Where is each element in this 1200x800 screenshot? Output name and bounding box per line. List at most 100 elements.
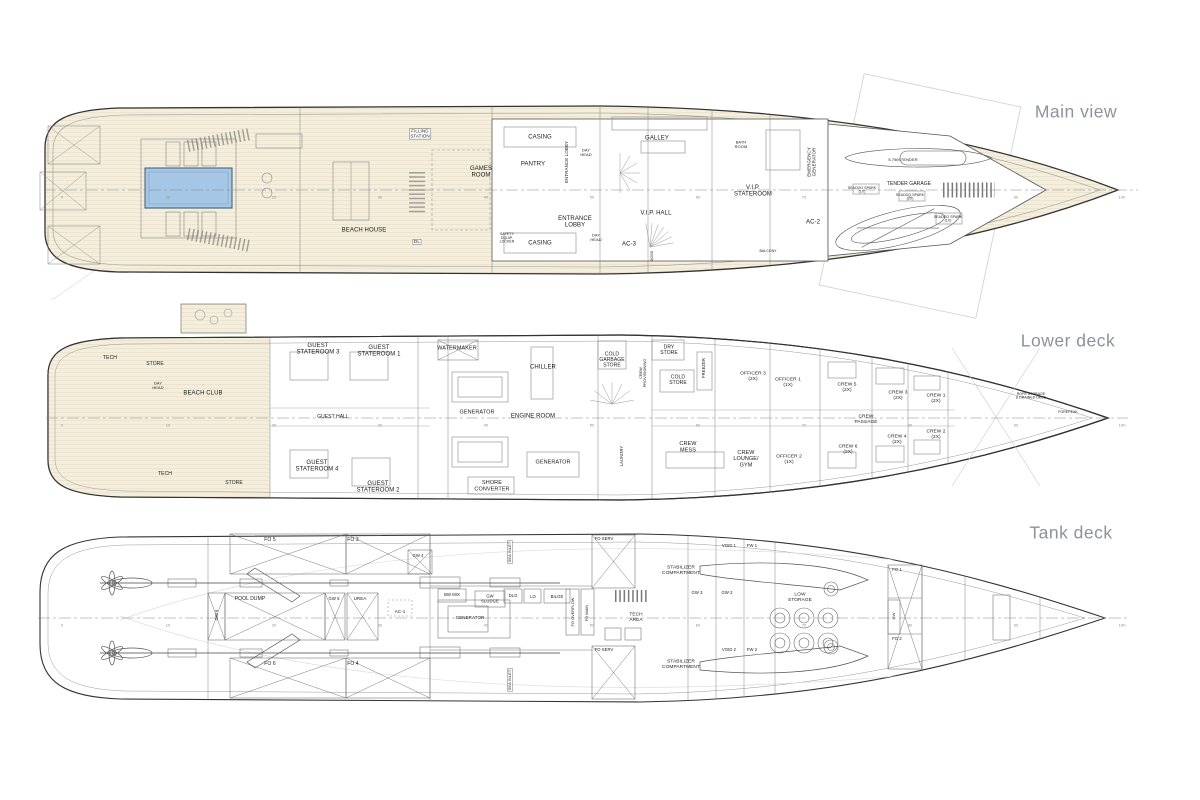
geometry [419,576,461,589]
geometry [597,340,627,370]
main-deck-frame-tick-40: 40 [483,195,489,200]
lower-deck-label-33: CREW 4 (2X) [887,433,907,445]
geometry [186,228,252,252]
geometry [346,592,379,641]
tenders [835,148,993,251]
main-deck-label-7: ENTRANCE LOBBY [564,141,570,183]
tank-deck-label-28: FW 1 [746,543,758,549]
lower-deck-label-5: STORE [225,480,243,486]
geometry [611,384,623,405]
lower-deck-geometry [46,303,1128,501]
tank-deck-frame-tick-30: 30 [377,623,383,628]
lower-deck-label-29: CREW 3 (2X) [888,389,908,401]
geometry [624,627,642,641]
tank-deck-label-12: BW MIX [444,592,460,598]
lower-deck-label-24: CREW LOUNGE/ GYM [733,449,759,469]
geometry [346,592,379,641]
lower-deck-label-10: GUEST STATEROOM 2 [356,480,400,494]
main-deck-label-8: ENTRANCE LOBBY [558,215,592,229]
geometry [591,534,636,589]
lower-deck-frame-tick-0: 0 [60,423,64,428]
main-deck-frame-tick-10: 10 [165,195,171,200]
geometry [345,657,431,699]
tank-deck-frame-tick-80: 80 [907,623,913,628]
tank-deck-label-10: SEA INLET [507,540,513,564]
geometry [451,371,509,403]
lower-deck-label-13: GENERATOR [459,408,495,415]
main-deck-label-19: 5.75M TENDER [888,157,918,163]
geometry [261,172,273,184]
geometry [645,223,651,248]
lower-deck-frame-tick-50: 50 [589,423,595,428]
geometry [590,399,613,405]
geometry [619,172,631,191]
lower-deck-frame-tick-100: 100 [1118,423,1126,428]
main-deck-label-23: SEADOO SPARK (1X) [933,215,963,223]
main-deck-label-13: AC-3 [621,240,637,248]
geometry [793,632,815,654]
tank-waterlines [119,548,901,688]
lower-deck-label-16: SHORE CONVERTER [474,479,510,493]
tank-deck-label-7: AC-1 [394,609,406,615]
main-deck-label-25: BALCONY [759,249,777,253]
main-deck-label-11: GALLEY [645,134,669,142]
geometry [898,190,926,202]
main-deck-label-20: TENDER GARAGE [886,181,932,187]
lower-deck-frame-tick-40: 40 [483,423,489,428]
lower-deck-label-19: DRY STORE [660,344,678,356]
main-deck-label-24: SAFETY EQUIP. LOCKER [499,232,515,244]
lower-deck-label-35: ROPE STORAGE & DRAINED DECK [1015,392,1047,400]
main-deck-label-14: DOGS [650,250,654,262]
geometry [437,599,511,639]
geometry [530,346,554,400]
pool [140,138,237,239]
tank-deck-label-27: VOID 1 [721,543,737,549]
geometry [619,172,638,184]
geometry [769,632,791,654]
geometry [261,187,273,199]
lower-deck-label-8: GUEST HALL [317,414,349,420]
lower-deck-label-36: FOREPEAK [1058,410,1078,414]
geometry [619,155,631,174]
tank-deck-label-30: FW 2 [746,647,758,653]
geometry [407,549,433,575]
geometry [224,592,326,641]
geometry [349,351,389,381]
geometry [827,361,857,379]
tank-deck-label-22: STABILIZER COMPARTMENT [662,564,700,576]
geometry [351,457,391,487]
geometry [183,141,199,167]
tank-deck-label-32: FO 1 [892,567,902,573]
geometry [649,224,659,248]
geometry [649,236,672,248]
main-deck-frame-tick-0: 0 [60,195,64,200]
geometry [387,599,413,617]
geometry [696,351,713,391]
geometry [852,183,880,195]
tank-deck-label-16: BILGE [550,594,564,600]
lower-deck-frame-tick-80: 80 [907,423,913,428]
main-deck-frame-tick-20: 20 [271,195,277,200]
geometry [47,225,101,265]
main-deck-frame-tick-30: 30 [377,195,383,200]
geometry [165,141,181,167]
tank-deck-label-29: VOID 2 [721,647,737,653]
geometry [47,225,101,265]
lower-deck-label-20: COLD STORE [669,374,687,386]
main-deck-label-16: V.I.P. STATEROOM [734,184,772,198]
geometry [165,211,181,237]
lower-deck-label-14: ENGINE ROOM [510,412,556,420]
geometry [601,384,613,405]
geometry [827,643,835,651]
geometry [817,632,839,654]
propellers [101,562,869,674]
geometry [822,637,834,649]
geometry [649,227,664,248]
tank-deck-geometry [38,533,1128,703]
lower-deck-label-34: CREW 2 (2X) [926,428,946,440]
geometry [591,645,636,700]
lower-deck-label-15: GENERATOR [535,458,571,465]
lower-deck-frame-tick-20: 20 [271,423,277,428]
main-deck-label-2: BEACH HOUSE [341,226,387,234]
